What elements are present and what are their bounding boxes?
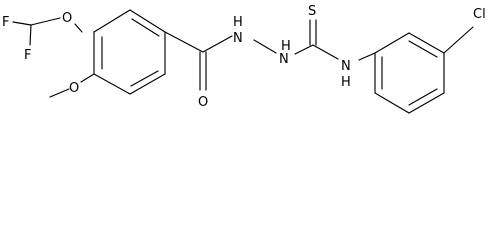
- bond-ring-cl: [443, 26, 474, 54]
- bond-n2-thione-c: [294, 44, 314, 55]
- atom-label-fluorine-left: F: [24, 48, 31, 63]
- atom-labels: F F O O O H N H N S N H Cl: [2, 4, 486, 110]
- ring-left-bond-1: [129, 9, 166, 33]
- bond-ring-carbonyl: [164, 31, 204, 53]
- ring-left-inner-1: [131, 18, 160, 37]
- bond-carbonyl-n1: [202, 35, 233, 53]
- bond-f-top-c: [12, 21, 32, 26]
- atom-label-hydrogen-n1: H: [233, 15, 243, 30]
- bond-n1-n2: [253, 39, 277, 54]
- ring-right-bond-1: [374, 32, 410, 54]
- bond-methyl-o: [49, 88, 70, 98]
- atom-label-hydrogen-n2: H: [281, 39, 291, 54]
- ring-left-bond-4: [93, 73, 131, 95]
- atom-label-nitrogen-n3: N: [341, 59, 351, 74]
- atom-label-chlorine: Cl: [473, 7, 486, 22]
- bond-thione-c-n3: [312, 44, 339, 60]
- ring-right-bond-2: [408, 32, 445, 54]
- ring-right-bond-4: [408, 92, 445, 114]
- atom-label-sulfur: S: [308, 4, 316, 19]
- bond-n3-ring: [358, 52, 376, 61]
- chemical-structure-diagram: F F O O O H N H N S N H Cl: [2, 4, 486, 114]
- ring-right-inner-2: [408, 88, 438, 106]
- ring-left-inner-2: [130, 70, 159, 87]
- ring-left-bond-6: [93, 9, 131, 33]
- atom-label-hydrogen-n3: H: [341, 75, 351, 90]
- atom-label-oxygen-ether: O: [62, 11, 72, 26]
- benzene-ring-left: [93, 9, 166, 95]
- benzene-ring-right: [374, 26, 474, 114]
- bond-o-ether-ring: [74, 23, 83, 33]
- ring-right-inner-1: [408, 40, 438, 58]
- atom-label-oxygen-methoxy: O: [69, 81, 79, 96]
- atom-label-fluorine-top: F: [2, 15, 9, 30]
- atom-label-oxygen-carbonyl: O: [198, 95, 208, 110]
- ring-right-bond-5: [374, 92, 410, 114]
- bond-f-left-c: [29, 24, 32, 46]
- bond-o-ring: [80, 73, 95, 83]
- difluoromethoxy-group: [12, 17, 83, 46]
- methoxy-group: [49, 73, 95, 98]
- ring-left-bond-3: [129, 73, 166, 95]
- bond-c-o-ether: [30, 17, 61, 26]
- linker-chain: [164, 19, 376, 91]
- atom-label-nitrogen-n2: N: [279, 52, 289, 67]
- atom-label-nitrogen-n1: N: [233, 31, 243, 46]
